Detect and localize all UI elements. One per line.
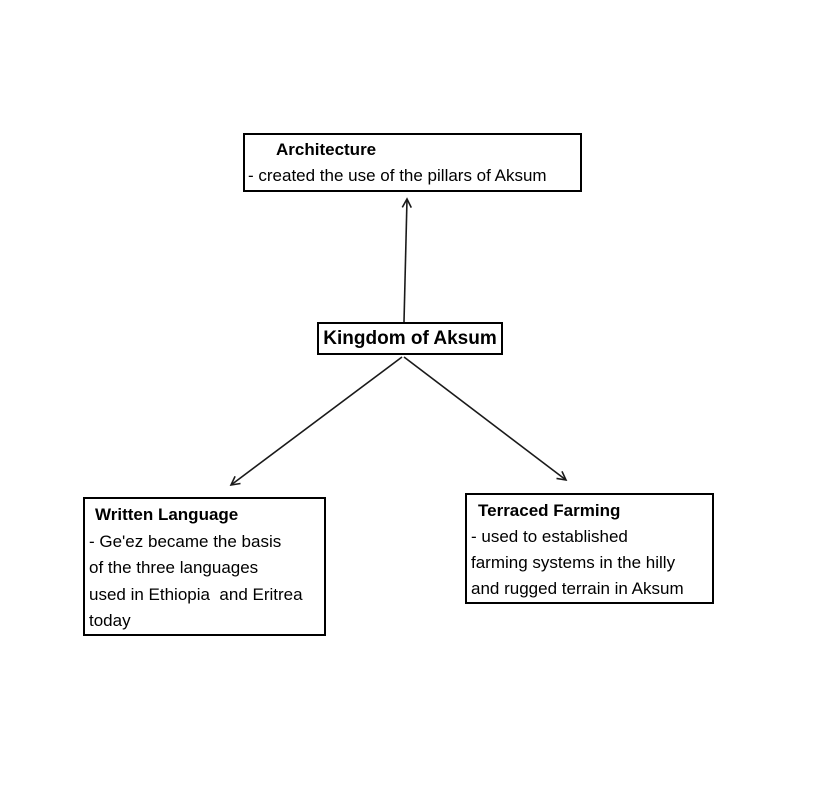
written-language-title: Written Language: [95, 505, 239, 524]
arrow-up-to-architecture: [401, 197, 413, 323]
terraced-farming-line: and rugged terrain in Aksum: [471, 579, 684, 598]
architecture-node: Architecture - created the use of the pi…: [243, 133, 582, 192]
terraced-farming-title: Terraced Farming: [478, 501, 621, 520]
terraced-farming-node: Terraced Farming - used to established f…: [465, 493, 714, 604]
kingdom-of-aksum-node: Kingdom of Aksum: [317, 322, 503, 355]
arrow-down-right-to-terraced-farming: [403, 356, 568, 482]
written-language-line: of the three languages: [89, 558, 259, 577]
written-language-node: Written Language - Ge'ez became the basi…: [83, 497, 326, 636]
terraced-farming-line: farming systems in the hilly: [471, 553, 676, 572]
architecture-line: - created the use of the pillars of Aksu…: [248, 166, 547, 185]
written-language-line: - Ge'ez became the basis: [89, 531, 282, 551]
written-language-line: used in Ethiopia and Eritrea: [89, 584, 303, 604]
architecture-title: Architecture: [276, 140, 377, 159]
written-language-line: today: [89, 611, 131, 630]
kingdom-of-aksum-title: Kingdom of Aksum: [323, 328, 497, 349]
terraced-farming-line: - used to established: [471, 527, 628, 546]
arrow-down-left-to-written-language: [229, 356, 403, 487]
